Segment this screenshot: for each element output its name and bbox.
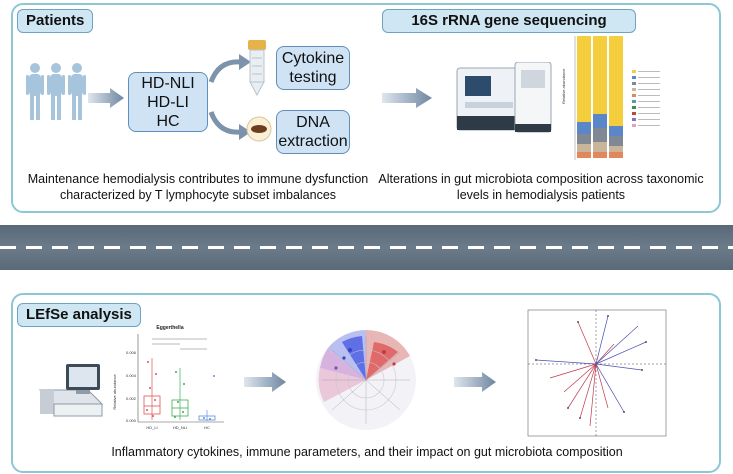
eggerthella-boxplot: Eggerthella Relative abundance 0.006 0.0… — [112, 325, 224, 430]
stool-sample-icon — [246, 116, 272, 142]
patients-icon — [26, 63, 86, 120]
box-hc — [198, 375, 216, 421]
stacked-bar — [577, 36, 591, 158]
rda-biplot — [527, 309, 667, 437]
curved-arrows — [208, 54, 251, 140]
box-hd-li — [143, 358, 161, 420]
cytokine-label: Cytokine — [281, 50, 345, 67]
tube-icon — [248, 40, 266, 96]
ytick-label: 0.002 — [126, 396, 137, 401]
lefse-cladogram — [316, 329, 416, 430]
sequencing-caption: Alterations in gut microbiota compositio… — [378, 171, 704, 203]
road-dashes — [0, 246, 733, 249]
ytick-label: 0.000 — [126, 418, 137, 423]
arrow-icon — [382, 88, 432, 108]
analyzer-icon — [38, 364, 104, 417]
boxplot-ylabel: Relative abundance — [112, 374, 117, 410]
caption-line: Alterations in gut microbiota compositio… — [378, 172, 704, 186]
stacked-bar — [593, 36, 607, 158]
lefse-title: LEfSe analysis — [17, 303, 141, 327]
arrow-icon — [244, 372, 286, 392]
svg-text:Relative abundance: Relative abundance — [561, 68, 566, 104]
dna-extraction-box: DNA extraction — [276, 110, 350, 154]
extraction-label: extraction — [278, 133, 348, 150]
xtick-label: HD_LI — [146, 425, 157, 430]
group-label: HC — [156, 113, 180, 130]
dna-label: DNA — [296, 114, 330, 131]
taxonomy-stacked-bar-chart: Relative abundance — [561, 36, 660, 160]
cytokine-testing-box: Cytokine testing — [276, 46, 350, 90]
stacked-bar — [609, 36, 623, 158]
ytick-label: 0.004 — [126, 373, 137, 378]
group-label: HD-NLI — [141, 75, 195, 92]
arrow-icon — [88, 88, 124, 108]
sequencer-icon — [456, 62, 552, 133]
caption-line: levels in hemodialysis patients — [456, 188, 626, 202]
road-divider — [0, 225, 733, 270]
patients-caption: Maintenance hemodialysis contributes to … — [18, 171, 378, 203]
boxplot-title: Eggerthella — [156, 325, 183, 331]
group-label: HD-LI — [147, 94, 189, 111]
testing-label: testing — [289, 69, 337, 86]
xtick-label: HC — [204, 425, 210, 430]
caption-line: characterized by T lymphocyte subset imb… — [59, 188, 337, 202]
xtick-label: HD_NLI — [173, 425, 187, 430]
groups-box: HD-NLI HD-LI HC — [128, 72, 208, 132]
box-hd-nli — [171, 368, 189, 420]
ytick-label: 0.006 — [126, 350, 137, 355]
chart-legend — [632, 70, 660, 127]
caption-line: Maintenance hemodialysis contributes to … — [27, 172, 369, 186]
sequencing-title: 16S rRNA gene sequencing — [382, 9, 636, 33]
lefse-caption: Inflammatory cytokines, immune parameter… — [111, 445, 623, 459]
arrow-icon — [454, 372, 496, 392]
patients-title: Patients — [17, 9, 94, 33]
